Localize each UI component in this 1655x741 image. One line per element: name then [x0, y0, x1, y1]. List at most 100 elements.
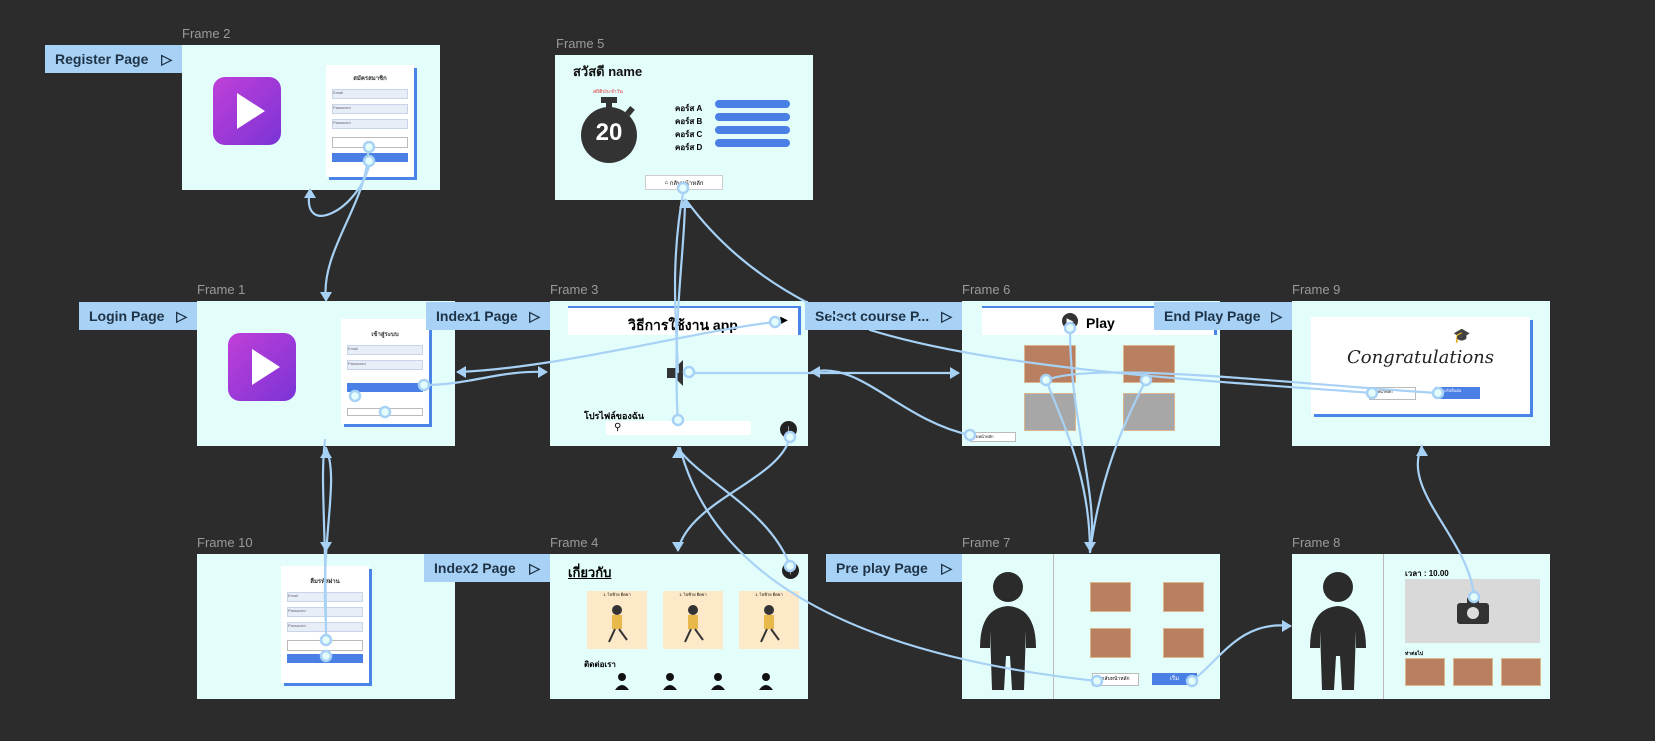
- login-card: เข้าสู่ระบบ Email Password: [341, 319, 429, 424]
- submit-button[interactable]: [287, 654, 363, 663]
- page-title: วิธีการใช้งาน app: [628, 317, 738, 333]
- home-button[interactable]: ⌂ กลับหน้าหลัก: [645, 175, 723, 190]
- frame-forgot-password[interactable]: ลืมรหัสผ่าน Email Password Password: [197, 554, 455, 699]
- frame-label: Frame 6: [962, 282, 1011, 297]
- frame-register[interactable]: สมัครสมาชิก Email Password Password: [182, 45, 440, 190]
- frame-label: Frame 8: [1292, 535, 1341, 550]
- cancel-button[interactable]: [332, 137, 408, 148]
- person-icon[interactable]: [758, 672, 774, 690]
- course-row[interactable]: คอร์ส C: [675, 124, 795, 139]
- forgot-title: ลืมรหัสผ่าน: [310, 579, 340, 585]
- course-thumbnail[interactable]: [1024, 345, 1076, 383]
- password-field[interactable]: Password: [287, 607, 363, 617]
- confirm-password-field[interactable]: Password: [287, 622, 363, 632]
- timer-value: 20: [595, 119, 623, 146]
- confirm-password-field[interactable]: Password: [332, 119, 408, 129]
- flow-start-login[interactable]: Login Page▷: [79, 302, 197, 330]
- course-progress: [715, 113, 790, 121]
- play-icon: ▷: [1271, 307, 1282, 324]
- frame-end-play[interactable]: Congratulations 🎓 กลับหน้าหลัก เล่นคอร์ส…: [1292, 301, 1550, 446]
- back-button[interactable]: กลับหน้าหลัก: [970, 432, 1016, 442]
- login-button[interactable]: [347, 383, 423, 392]
- course-row[interactable]: คอร์ส A: [675, 98, 795, 113]
- speaker-icon[interactable]: [665, 358, 689, 393]
- stopwatch-icon: 20: [579, 95, 639, 165]
- frame-label: Frame 3: [550, 282, 599, 297]
- frame-pre-play[interactable]: กลับหน้าหลัก เริ่ม: [962, 554, 1220, 699]
- frame-label: Frame 10: [197, 535, 253, 550]
- course-thumbnail[interactable]: [1024, 393, 1076, 431]
- title-bar: วิธีการใช้งาน app ▶: [568, 306, 801, 335]
- contact-label: ติดต่อเรา: [584, 660, 616, 669]
- course-label: คอร์ส A: [675, 104, 703, 113]
- forgot-link[interactable]: [347, 408, 423, 416]
- wire-select-to-index1: [810, 369, 972, 437]
- home-icon: ⌂: [664, 179, 670, 186]
- flow-start-select-course[interactable]: Select course P...▷: [805, 302, 962, 330]
- flow-label: Pre play Page: [836, 560, 928, 576]
- exercise-card[interactable]: 1. ไปซ้าย ยืดขา: [663, 591, 723, 649]
- email-field[interactable]: Email: [287, 592, 363, 602]
- email-field[interactable]: Email: [347, 345, 423, 355]
- exercise-card[interactable]: 1. ไปซ้าย ยืดขา: [739, 591, 799, 649]
- home-button[interactable]: กลับหน้าหลัก: [1369, 387, 1416, 400]
- profile-field[interactable]: ⚲: [606, 421, 751, 435]
- page-title: เกี่ยวกับ: [568, 565, 612, 580]
- exercise-thumbnail: [1090, 628, 1131, 658]
- frame-index2[interactable]: เกี่ยวกับ ↑ 1. ไปซ้าย ยืดขา 1. ไปซ้าย ยื…: [550, 554, 808, 699]
- frame-index1[interactable]: วิธีการใช้งาน app ▶ โปรไฟล์ของฉัน ⚲ ↓: [550, 301, 808, 446]
- course-thumbnail[interactable]: [1123, 393, 1175, 431]
- forgot-card: ลืมรหัสผ่าน Email Password Password: [281, 566, 369, 683]
- camera-icon[interactable]: [1457, 598, 1489, 624]
- person-icon[interactable]: [614, 672, 630, 690]
- flow-label: Index2 Page: [434, 560, 516, 576]
- frame-label: Frame 7: [962, 535, 1011, 550]
- frame-dashboard[interactable]: สวัสดี name สถิติประจำวัน 20 คอร์ส A คอร…: [555, 55, 813, 200]
- congrats-card: Congratulations 🎓 กลับหน้าหลัก เล่นคอร์ส…: [1311, 317, 1530, 414]
- course-thumbnail[interactable]: [1123, 345, 1175, 383]
- course-progress: [715, 139, 790, 147]
- course-label: คอร์ส C: [675, 130, 703, 139]
- exercise-card-title: 1. ไปซ้าย ยืดขา: [755, 592, 783, 597]
- play-icon[interactable]: ▶: [1062, 313, 1078, 329]
- course-row[interactable]: คอร์ส B: [675, 111, 795, 126]
- arrow-down-icon[interactable]: ↓: [780, 421, 797, 438]
- cancel-button[interactable]: [287, 640, 363, 651]
- flow-start-register[interactable]: Register Page▷: [45, 45, 182, 73]
- wire-index2-to-index1: [676, 446, 792, 568]
- password-field[interactable]: Password: [332, 104, 408, 114]
- timer-caption: สถิติประจำวัน: [593, 89, 623, 95]
- exercise-thumbnail: [1090, 582, 1131, 612]
- play-icon: ▷: [941, 307, 952, 324]
- course-row[interactable]: คอร์ส D: [675, 137, 795, 152]
- play-icon[interactable]: ▶: [780, 315, 788, 326]
- flow-start-index2[interactable]: Index2 Page ▷: [424, 554, 550, 582]
- frame-play[interactable]: เวลา : 10.00 ท่าต่อไป: [1292, 554, 1550, 699]
- continue-button[interactable]: เล่นคอร์สอื่นต่อ: [1435, 387, 1480, 399]
- start-button[interactable]: เริ่ม: [1152, 673, 1197, 685]
- video-app-icon: [228, 333, 296, 401]
- register-title: สมัครสมาชิก: [353, 76, 387, 82]
- password-field[interactable]: Password: [347, 360, 423, 370]
- course-label: คอร์ส B: [675, 117, 703, 126]
- flow-start-pre-play[interactable]: Pre play Page▷: [826, 554, 962, 582]
- wire-index1-to-index2: [676, 435, 792, 552]
- exercise-card[interactable]: 1. ไปซ้าย ยืดขา: [587, 591, 647, 649]
- flow-label: Index1 Page: [436, 308, 518, 324]
- flow-label: Register Page: [55, 51, 149, 67]
- back-button[interactable]: กลับหน้าหลัก: [1092, 673, 1139, 686]
- arrow-up-icon[interactable]: ↑: [782, 562, 799, 579]
- person-icon[interactable]: [710, 672, 726, 690]
- play-icon: ▷: [529, 559, 540, 576]
- email-field[interactable]: Email: [332, 89, 408, 99]
- person-icon: [1310, 572, 1366, 690]
- flow-start-index1[interactable]: Index1 Page▷: [426, 302, 550, 330]
- flow-start-end-play[interactable]: End Play Page▷: [1154, 302, 1292, 330]
- person-icon: [980, 572, 1036, 690]
- profile-label: โปรไฟล์ของฉัน: [584, 411, 645, 421]
- frame-login[interactable]: เข้าสู่ระบบ Email Password: [197, 301, 455, 446]
- submit-button[interactable]: [332, 153, 408, 162]
- divider: [1383, 554, 1384, 699]
- person-icon[interactable]: [662, 672, 678, 690]
- course-progress: [715, 126, 790, 134]
